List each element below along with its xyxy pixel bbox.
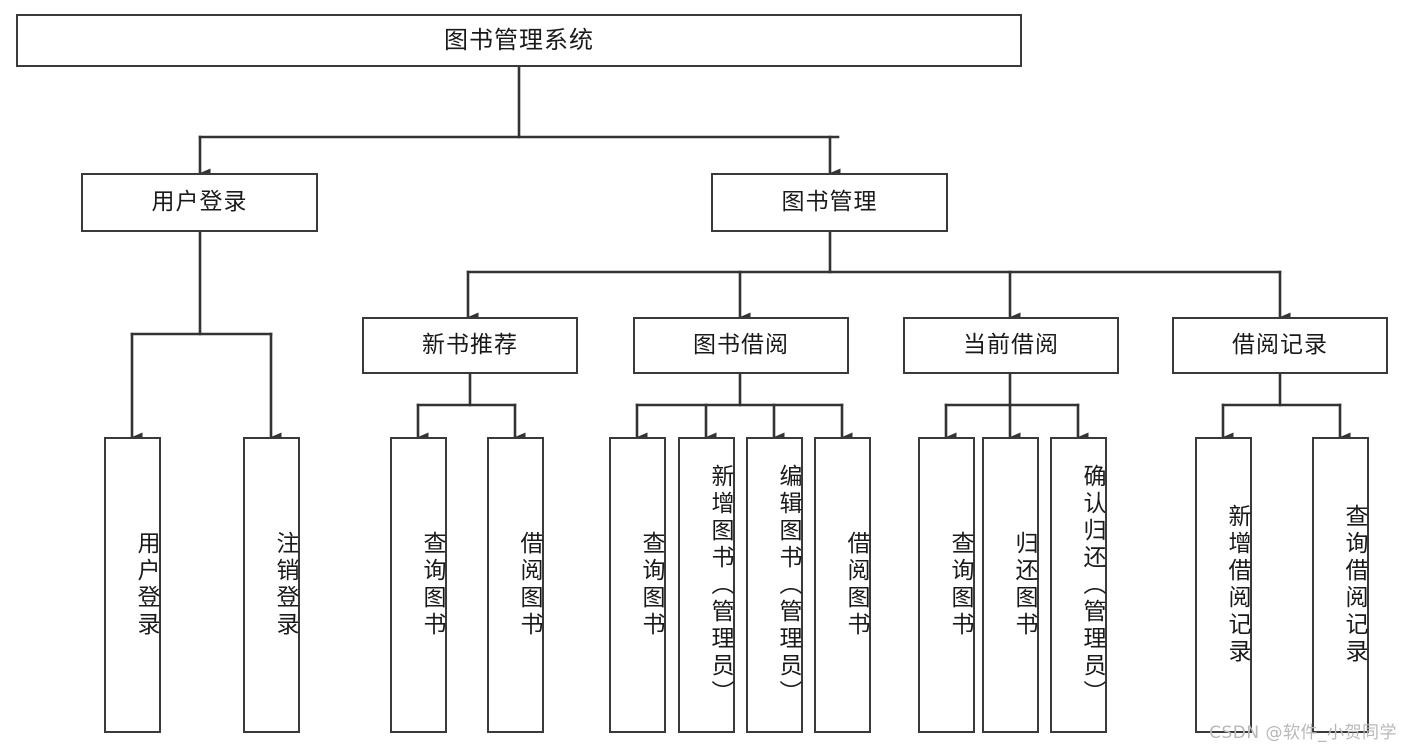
node-new-book-recommend[interactable]: 新书推荐 [362,317,578,374]
node-label: 用户登录 [151,188,248,215]
node-label: 编辑图书（管理员） [775,463,801,707]
node-label: 图书管理系统 [444,26,594,55]
node-label: 借阅记录 [1232,331,1328,358]
node-label: 图书管理 [781,188,878,215]
node-label: 查询图书 [638,531,664,639]
node-leaf-confirm-return[interactable]: 确认归还（管理员） [1050,437,1107,733]
node-label: 借阅图书 [516,531,542,639]
node-label: 用户登录 [133,531,159,639]
node-root-system[interactable]: 图书管理系统 [16,14,1022,67]
node-label: 当前借阅 [963,331,1059,358]
node-leaf-add-book[interactable]: 新增图书（管理员） [678,437,735,733]
node-leaf-add-borrow-record[interactable]: 新增借阅记录 [1195,437,1252,733]
node-label: 图书借阅 [693,331,789,358]
node-leaf-query-book-1[interactable]: 查询图书 [390,437,447,733]
node-book-borrow[interactable]: 图书借阅 [633,317,849,374]
node-leaf-query-book-2[interactable]: 查询图书 [609,437,666,733]
node-leaf-user-login[interactable]: 用户登录 [104,437,161,733]
node-user-login[interactable]: 用户登录 [81,173,318,232]
node-leaf-query-book-3[interactable]: 查询图书 [918,437,975,733]
node-label: 查询图书 [947,531,973,639]
node-leaf-borrow-book-1[interactable]: 借阅图书 [487,437,544,733]
node-borrow-record[interactable]: 借阅记录 [1172,317,1388,374]
node-label: 借阅图书 [843,531,869,639]
node-label: 新增图书（管理员） [707,463,733,707]
node-label: 新书推荐 [422,331,518,358]
node-label: 归还图书 [1011,531,1037,639]
node-label: 查询借阅记录 [1341,504,1367,666]
watermark-text: CSDN @软件_小贺同学 [1209,723,1397,743]
node-leaf-return-book[interactable]: 归还图书 [982,437,1039,733]
node-current-borrow[interactable]: 当前借阅 [903,317,1119,374]
node-label: 注销登录 [272,531,298,639]
node-leaf-logout-login[interactable]: 注销登录 [243,437,300,733]
node-label: 新增借阅记录 [1224,504,1250,666]
node-leaf-edit-book[interactable]: 编辑图书（管理员） [746,437,803,733]
node-leaf-query-borrow-record[interactable]: 查询借阅记录 [1312,437,1369,733]
node-label: 查询图书 [419,531,445,639]
node-label: 确认归还（管理员） [1079,463,1105,707]
node-book-management[interactable]: 图书管理 [711,173,948,232]
node-leaf-borrow-book-2[interactable]: 借阅图书 [814,437,871,733]
